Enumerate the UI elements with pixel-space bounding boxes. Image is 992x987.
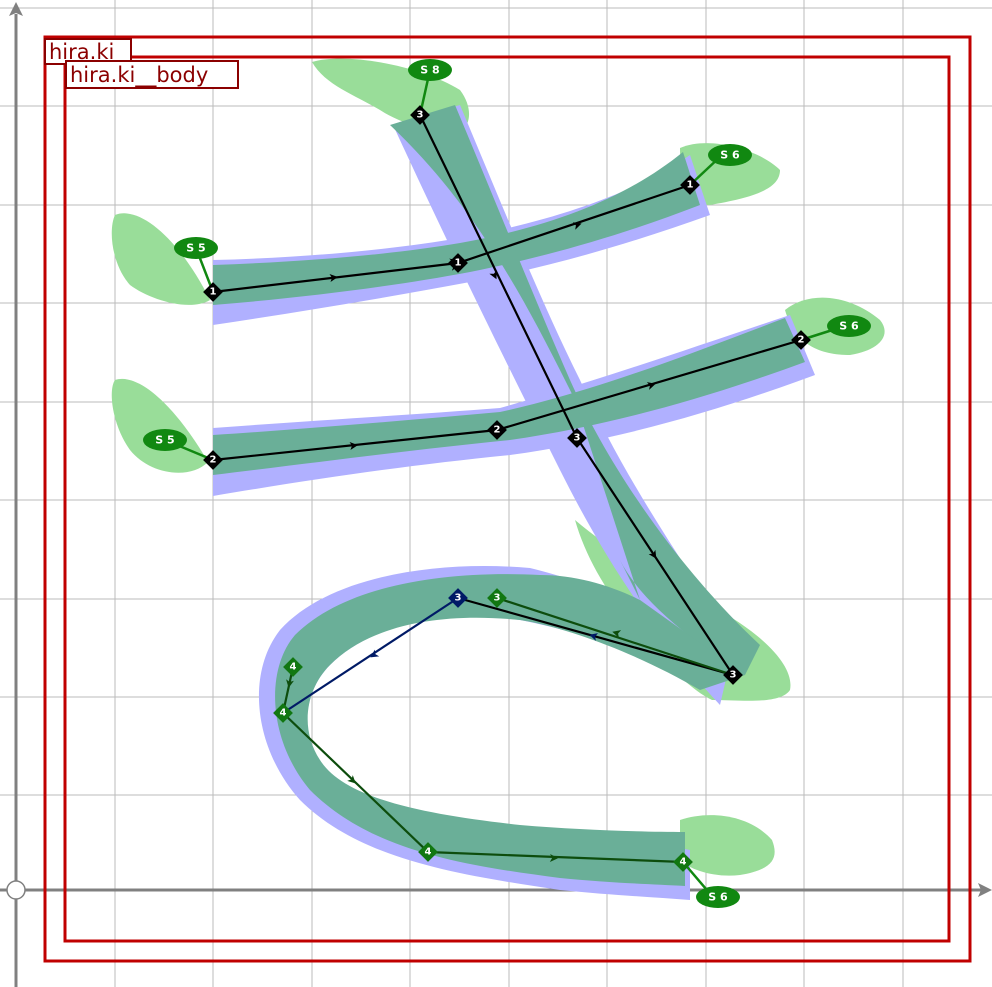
style-bubble[interactable]: S 8 (408, 59, 452, 81)
style-bubble-label: S 5 (186, 242, 205, 255)
node-label: 4 (425, 847, 432, 858)
style-bubble[interactable]: S 6 (708, 144, 752, 166)
arrow-icon (549, 854, 558, 862)
glyph-body (213, 105, 805, 886)
control-node[interactable]: 2 (487, 420, 507, 440)
inner-frame-label-box: hira.ki__body (65, 60, 239, 89)
node-label: 3 (730, 670, 737, 681)
arrow-icon (572, 222, 582, 230)
y-axis-arrow-icon (9, 2, 23, 16)
style-bubbles: S 5 S 5 S 8 S 6 S 6 S 6 (143, 59, 871, 908)
node-label: 1 (687, 180, 694, 191)
control-node[interactable]: 1 (448, 253, 468, 273)
stroke-3b-line (496, 596, 734, 677)
node-label: 3 (455, 593, 462, 604)
node-label: 2 (798, 335, 805, 346)
node-label: 4 (290, 662, 297, 673)
arrow-icon (589, 633, 599, 641)
node-label: 3 (417, 110, 424, 121)
control-node[interactable]: 1 (203, 282, 223, 302)
node-label: 3 (494, 593, 501, 604)
style-bubble-label: S 6 (708, 891, 728, 904)
node-label: 1 (210, 287, 217, 298)
control-node[interactable]: 3 (410, 105, 430, 125)
inner-frame-label: hira.ki__body (70, 63, 208, 88)
node-label: 4 (280, 708, 287, 719)
style-bubble-label: S 6 (839, 320, 859, 333)
style-bubble[interactable]: S 6 (696, 886, 740, 908)
control-node[interactable]: 2 (203, 450, 223, 470)
arrow-icon (347, 775, 356, 784)
direction-arrows (286, 222, 657, 862)
style-bubble[interactable]: S 5 (174, 237, 218, 259)
node-label: 4 (680, 857, 687, 868)
arrow-icon (349, 442, 358, 450)
node-label: 1 (455, 258, 462, 269)
style-bubble-label: S 5 (155, 434, 174, 447)
arrow-icon (329, 274, 338, 282)
arrow-icon (286, 679, 294, 688)
outer-frame (43, 35, 972, 963)
style-bubble[interactable]: S 6 (827, 315, 871, 337)
arrow-icon (648, 549, 657, 559)
x-axis-arrow-icon (978, 883, 992, 897)
style-bubble-label: S 6 (720, 149, 740, 162)
style-bubble[interactable]: S 5 (143, 429, 187, 451)
arrow-icon (370, 649, 380, 658)
arrow-icon (489, 270, 497, 280)
arrow-icon (612, 630, 622, 638)
style-bubble-label: S 8 (420, 64, 439, 77)
node-label: 2 (494, 425, 501, 436)
origin-handle[interactable] (6, 880, 26, 900)
stroke-3-tail-line (282, 597, 459, 714)
node-label: 2 (210, 455, 217, 466)
inner-frame (63, 55, 951, 943)
arrow-icon (646, 382, 656, 390)
node-label: 3 (574, 433, 581, 444)
